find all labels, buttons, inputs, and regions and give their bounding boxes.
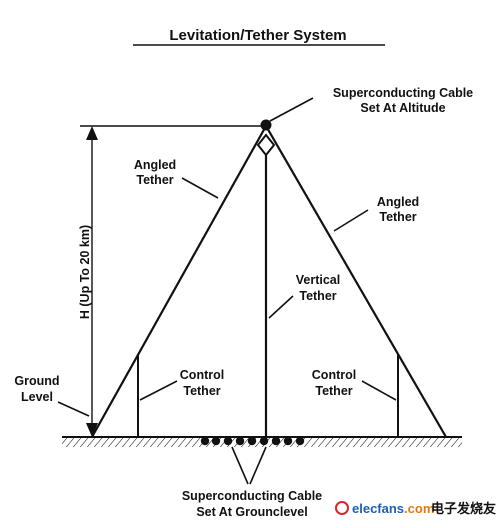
watermark-cn: 电子发烧友: [431, 501, 496, 516]
leader-lines: [57, 97, 397, 485]
watermark-dotcom: .com: [404, 501, 434, 516]
label-control-left-line1: Control: [180, 368, 224, 382]
superconducting-cable-ground: [200, 436, 305, 446]
label-vertical-line1: Vertical: [296, 273, 340, 287]
label-control-right-line1: Control: [312, 368, 356, 382]
label-top-cable-line2: Set At Altitude: [360, 101, 445, 115]
label-angled-left-line1: Angled: [134, 158, 176, 172]
label-angled-right-line1: Angled: [377, 195, 419, 209]
watermark-site: elecfans: [352, 501, 404, 516]
label-control-right-line2: Tether: [315, 384, 352, 398]
angled-tether-left: [91, 125, 267, 438]
watermark-logo-icon: [335, 501, 349, 515]
superconducting-cable-altitude: [256, 119, 276, 157]
svg-text:elecfans.com: elecfans.com: [352, 501, 434, 516]
label-angled-right-line2: Tether: [379, 210, 416, 224]
label-vertical-line2: Tether: [299, 289, 336, 303]
label-ground-line1: Ground: [14, 374, 59, 388]
label-ground-line2: Level: [21, 390, 53, 404]
label-height: H (Up To 20 km): [78, 225, 92, 319]
elecfans-watermark: elecfans.com 电子发烧友: [335, 501, 496, 516]
height-dimension: [80, 125, 262, 437]
angled-tether-right: [265, 125, 447, 438]
label-top-cable-line1: Superconducting Cable: [333, 86, 473, 100]
label-control-left-line2: Tether: [183, 384, 220, 398]
label-bottom-cable-line2: Set At Grounclevel: [196, 505, 307, 519]
label-bottom-cable-line1: Superconducting Cable: [182, 489, 322, 503]
label-angled-left-line2: Tether: [136, 173, 173, 187]
diagram-title: Levitation/Tether System: [169, 27, 346, 44]
